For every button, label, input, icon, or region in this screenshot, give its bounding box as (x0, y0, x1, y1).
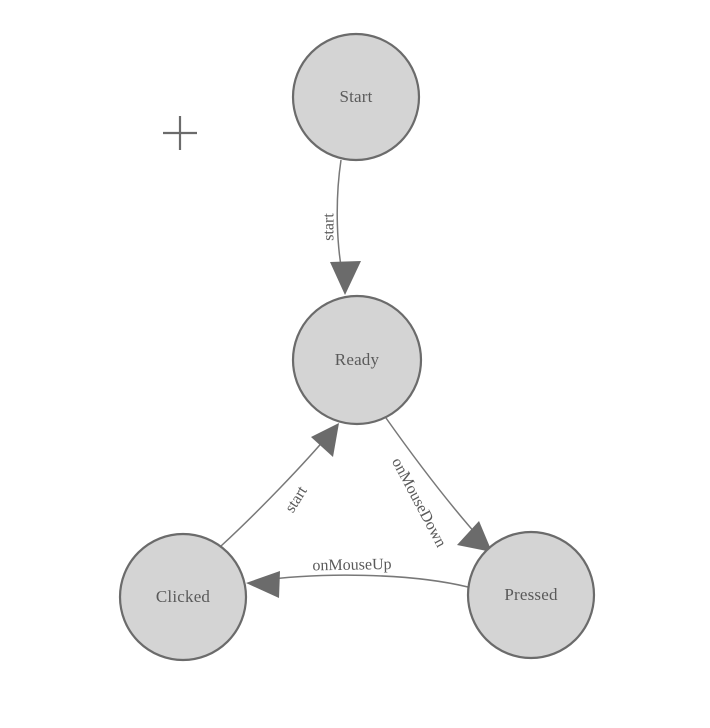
edge-ready-to-pressed[interactable]: onMouseDown (385, 417, 492, 552)
arrowhead-icon (330, 261, 361, 295)
node-label: Pressed (504, 585, 558, 604)
edge-start-to-ready[interactable]: start (321, 159, 361, 295)
edge-pressed-to-clicked[interactable]: onMouseUp (246, 556, 469, 598)
edge-path[interactable] (220, 431, 332, 547)
node-label: Clicked (156, 587, 211, 606)
node-shape[interactable] (291, 294, 423, 426)
edge-label-pressed-to-clicked: onMouseUp (312, 556, 391, 574)
crosshair-cursor (163, 116, 197, 150)
node-shape[interactable] (118, 532, 248, 662)
nodes-layer: Start Ready Clicked Pressed (118, 32, 596, 662)
edge-clicked-to-ready[interactable]: start (220, 423, 339, 547)
node-shape[interactable] (466, 530, 596, 660)
edge-label-start-to-ready: start (321, 213, 338, 241)
arrowhead-icon (457, 521, 492, 552)
node-label: Start (339, 87, 372, 106)
edge-label-clicked-to-ready: start (282, 483, 311, 516)
node-shape[interactable] (291, 32, 421, 162)
arrowhead-icon (311, 423, 339, 457)
node-start[interactable]: Start (291, 32, 421, 162)
arrowhead-icon (246, 571, 280, 598)
edge-label-ready-to-pressed: onMouseDown (388, 455, 449, 550)
node-ready[interactable]: Ready (291, 294, 423, 426)
node-pressed[interactable]: Pressed (466, 530, 596, 660)
node-label: Ready (335, 350, 380, 369)
node-clicked[interactable]: Clicked (118, 532, 248, 662)
edge-path[interactable] (256, 574, 469, 588)
